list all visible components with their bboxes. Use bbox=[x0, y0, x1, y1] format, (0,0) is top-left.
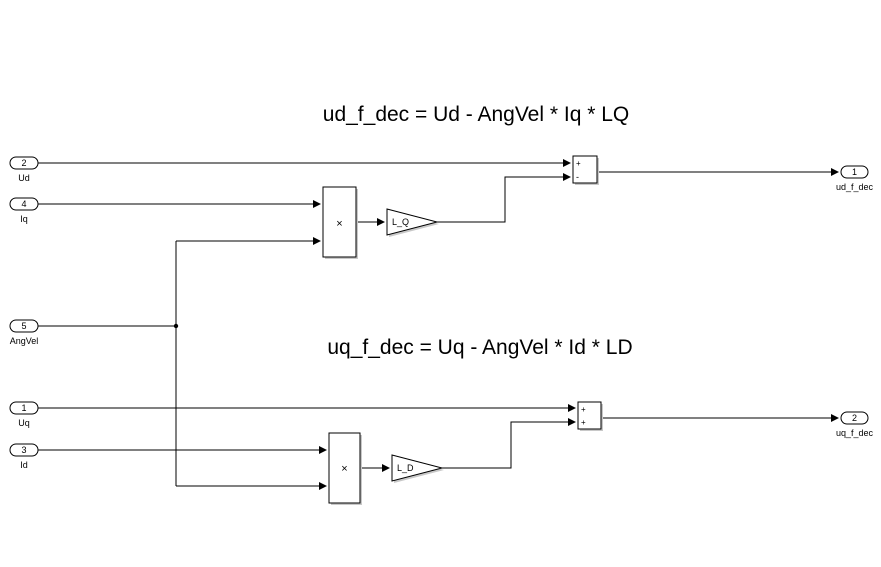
sum-block-bottom[interactable]: + + bbox=[577, 401, 603, 431]
sum-sign-plus: + bbox=[576, 159, 581, 168]
inport-number: 5 bbox=[21, 321, 26, 331]
gain-block-ld[interactable]: L_D bbox=[391, 454, 444, 483]
inport-id[interactable]: 3 Id bbox=[9, 443, 39, 470]
sum-block-top[interactable]: + - bbox=[572, 155, 599, 185]
outport-uq-f-dec[interactable]: 2 uq_f_dec bbox=[836, 411, 874, 438]
outport-label: uq_f_dec bbox=[836, 428, 874, 438]
wire-gain-to-sum-top[interactable] bbox=[437, 173, 571, 223]
inport-ud[interactable]: 2 Ud bbox=[9, 156, 39, 183]
signal-lines bbox=[38, 159, 839, 490]
inport-iq[interactable]: 4 Iq bbox=[9, 197, 39, 224]
branch-point bbox=[173, 323, 179, 329]
inport-label: AngVel bbox=[10, 336, 39, 346]
product-block-top[interactable]: × bbox=[322, 186, 358, 259]
multiply-icon: × bbox=[336, 218, 342, 230]
sum-sign-plus: + bbox=[581, 418, 586, 427]
wire-gain-to-sum-bottom[interactable] bbox=[442, 418, 576, 469]
outport-number: 2 bbox=[852, 413, 857, 423]
gain-label: L_D bbox=[397, 463, 414, 473]
inport-angvel[interactable]: 5 AngVel bbox=[9, 319, 39, 346]
outport-ud-f-dec[interactable]: 1 ud_f_dec bbox=[836, 165, 874, 192]
gain-label: L_Q bbox=[392, 217, 409, 227]
inport-number: 4 bbox=[21, 199, 26, 209]
multiply-icon: × bbox=[341, 463, 347, 475]
inport-label: Ud bbox=[18, 173, 30, 183]
inport-label: Iq bbox=[20, 214, 28, 224]
outport-number: 1 bbox=[852, 167, 857, 177]
sum-sign-minus: - bbox=[576, 172, 579, 182]
sum-sign-plus: + bbox=[581, 405, 586, 414]
gain-block-lq[interactable]: L_Q bbox=[386, 208, 439, 237]
inport-label: Id bbox=[20, 460, 28, 470]
inport-uq[interactable]: 1 Uq bbox=[9, 401, 39, 428]
uq-equation-annotation: uq_f_dec = Uq - AngVel * Id * LD bbox=[327, 336, 632, 359]
inport-number: 1 bbox=[21, 403, 26, 413]
inport-number: 2 bbox=[21, 158, 26, 168]
inport-number: 3 bbox=[21, 445, 26, 455]
inport-label: Uq bbox=[18, 418, 30, 428]
outport-label: ud_f_dec bbox=[836, 182, 874, 192]
product-block-bottom[interactable]: × bbox=[328, 432, 362, 505]
ud-equation-annotation: ud_f_dec = Ud - AngVel * Iq * LQ bbox=[323, 103, 629, 126]
